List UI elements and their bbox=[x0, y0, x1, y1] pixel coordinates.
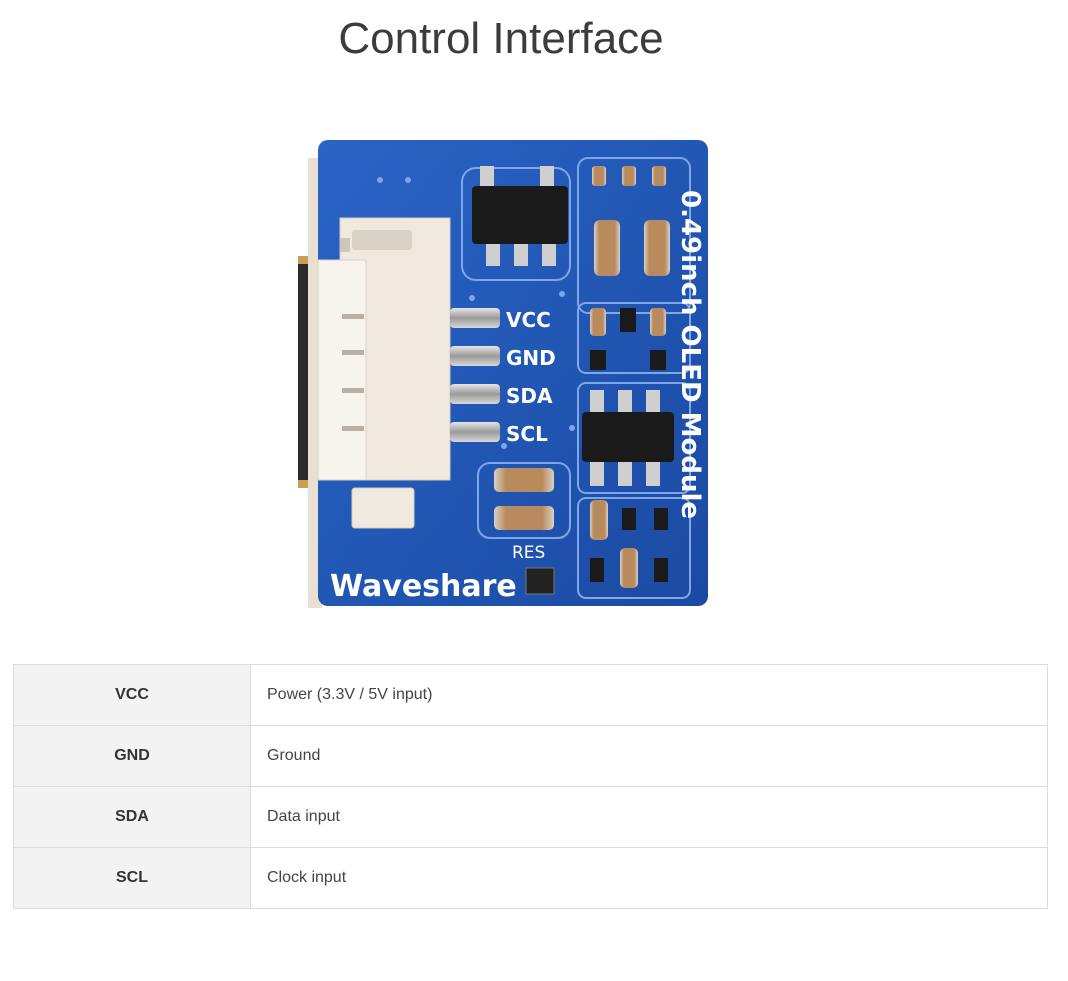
oled-edge bbox=[298, 258, 308, 488]
pcb-pin-label-gnd: GND bbox=[506, 346, 556, 370]
pcb-pin-label-scl: SCL bbox=[506, 422, 548, 446]
page-title: Control Interface bbox=[338, 14, 664, 63]
pin-description: Ground bbox=[250, 725, 1048, 787]
oled-module-illustration: VCC GND SDA SCL bbox=[298, 140, 708, 608]
module-model-label: 0.49inch OLED Module bbox=[675, 190, 705, 519]
jst-connector bbox=[317, 217, 451, 529]
pin-name: SCL bbox=[13, 847, 251, 909]
oled-module-photo: VCC GND SDA SCL bbox=[290, 128, 720, 618]
pcb-pin-label-vcc: VCC bbox=[506, 308, 551, 332]
pin-name: VCC bbox=[13, 664, 251, 726]
table-row: VCC Power (3.3V / 5V input) bbox=[13, 664, 1048, 726]
pin-description-table: VCC Power (3.3V / 5V input) GND Ground S… bbox=[13, 664, 1048, 909]
pin-name: SDA bbox=[13, 786, 251, 848]
driver-chip bbox=[582, 390, 674, 486]
table-row: GND Ground bbox=[13, 725, 1048, 787]
pin-name: GND bbox=[13, 725, 251, 787]
smd-components bbox=[494, 166, 670, 588]
table-row: SDA Data input bbox=[13, 786, 1048, 848]
header-pins bbox=[450, 308, 500, 442]
pin-description: Data input bbox=[250, 786, 1048, 848]
brand-logo-text: Waveshare bbox=[330, 569, 517, 604]
pcb-pin-label-sda: SDA bbox=[506, 384, 553, 408]
reset-pad bbox=[525, 567, 555, 595]
regulator-chip bbox=[472, 166, 568, 266]
pin-description: Clock input bbox=[250, 847, 1048, 909]
table-row: SCL Clock input bbox=[13, 847, 1048, 909]
reset-label: RES bbox=[512, 543, 545, 563]
pin-description: Power (3.3V / 5V input) bbox=[250, 664, 1048, 726]
